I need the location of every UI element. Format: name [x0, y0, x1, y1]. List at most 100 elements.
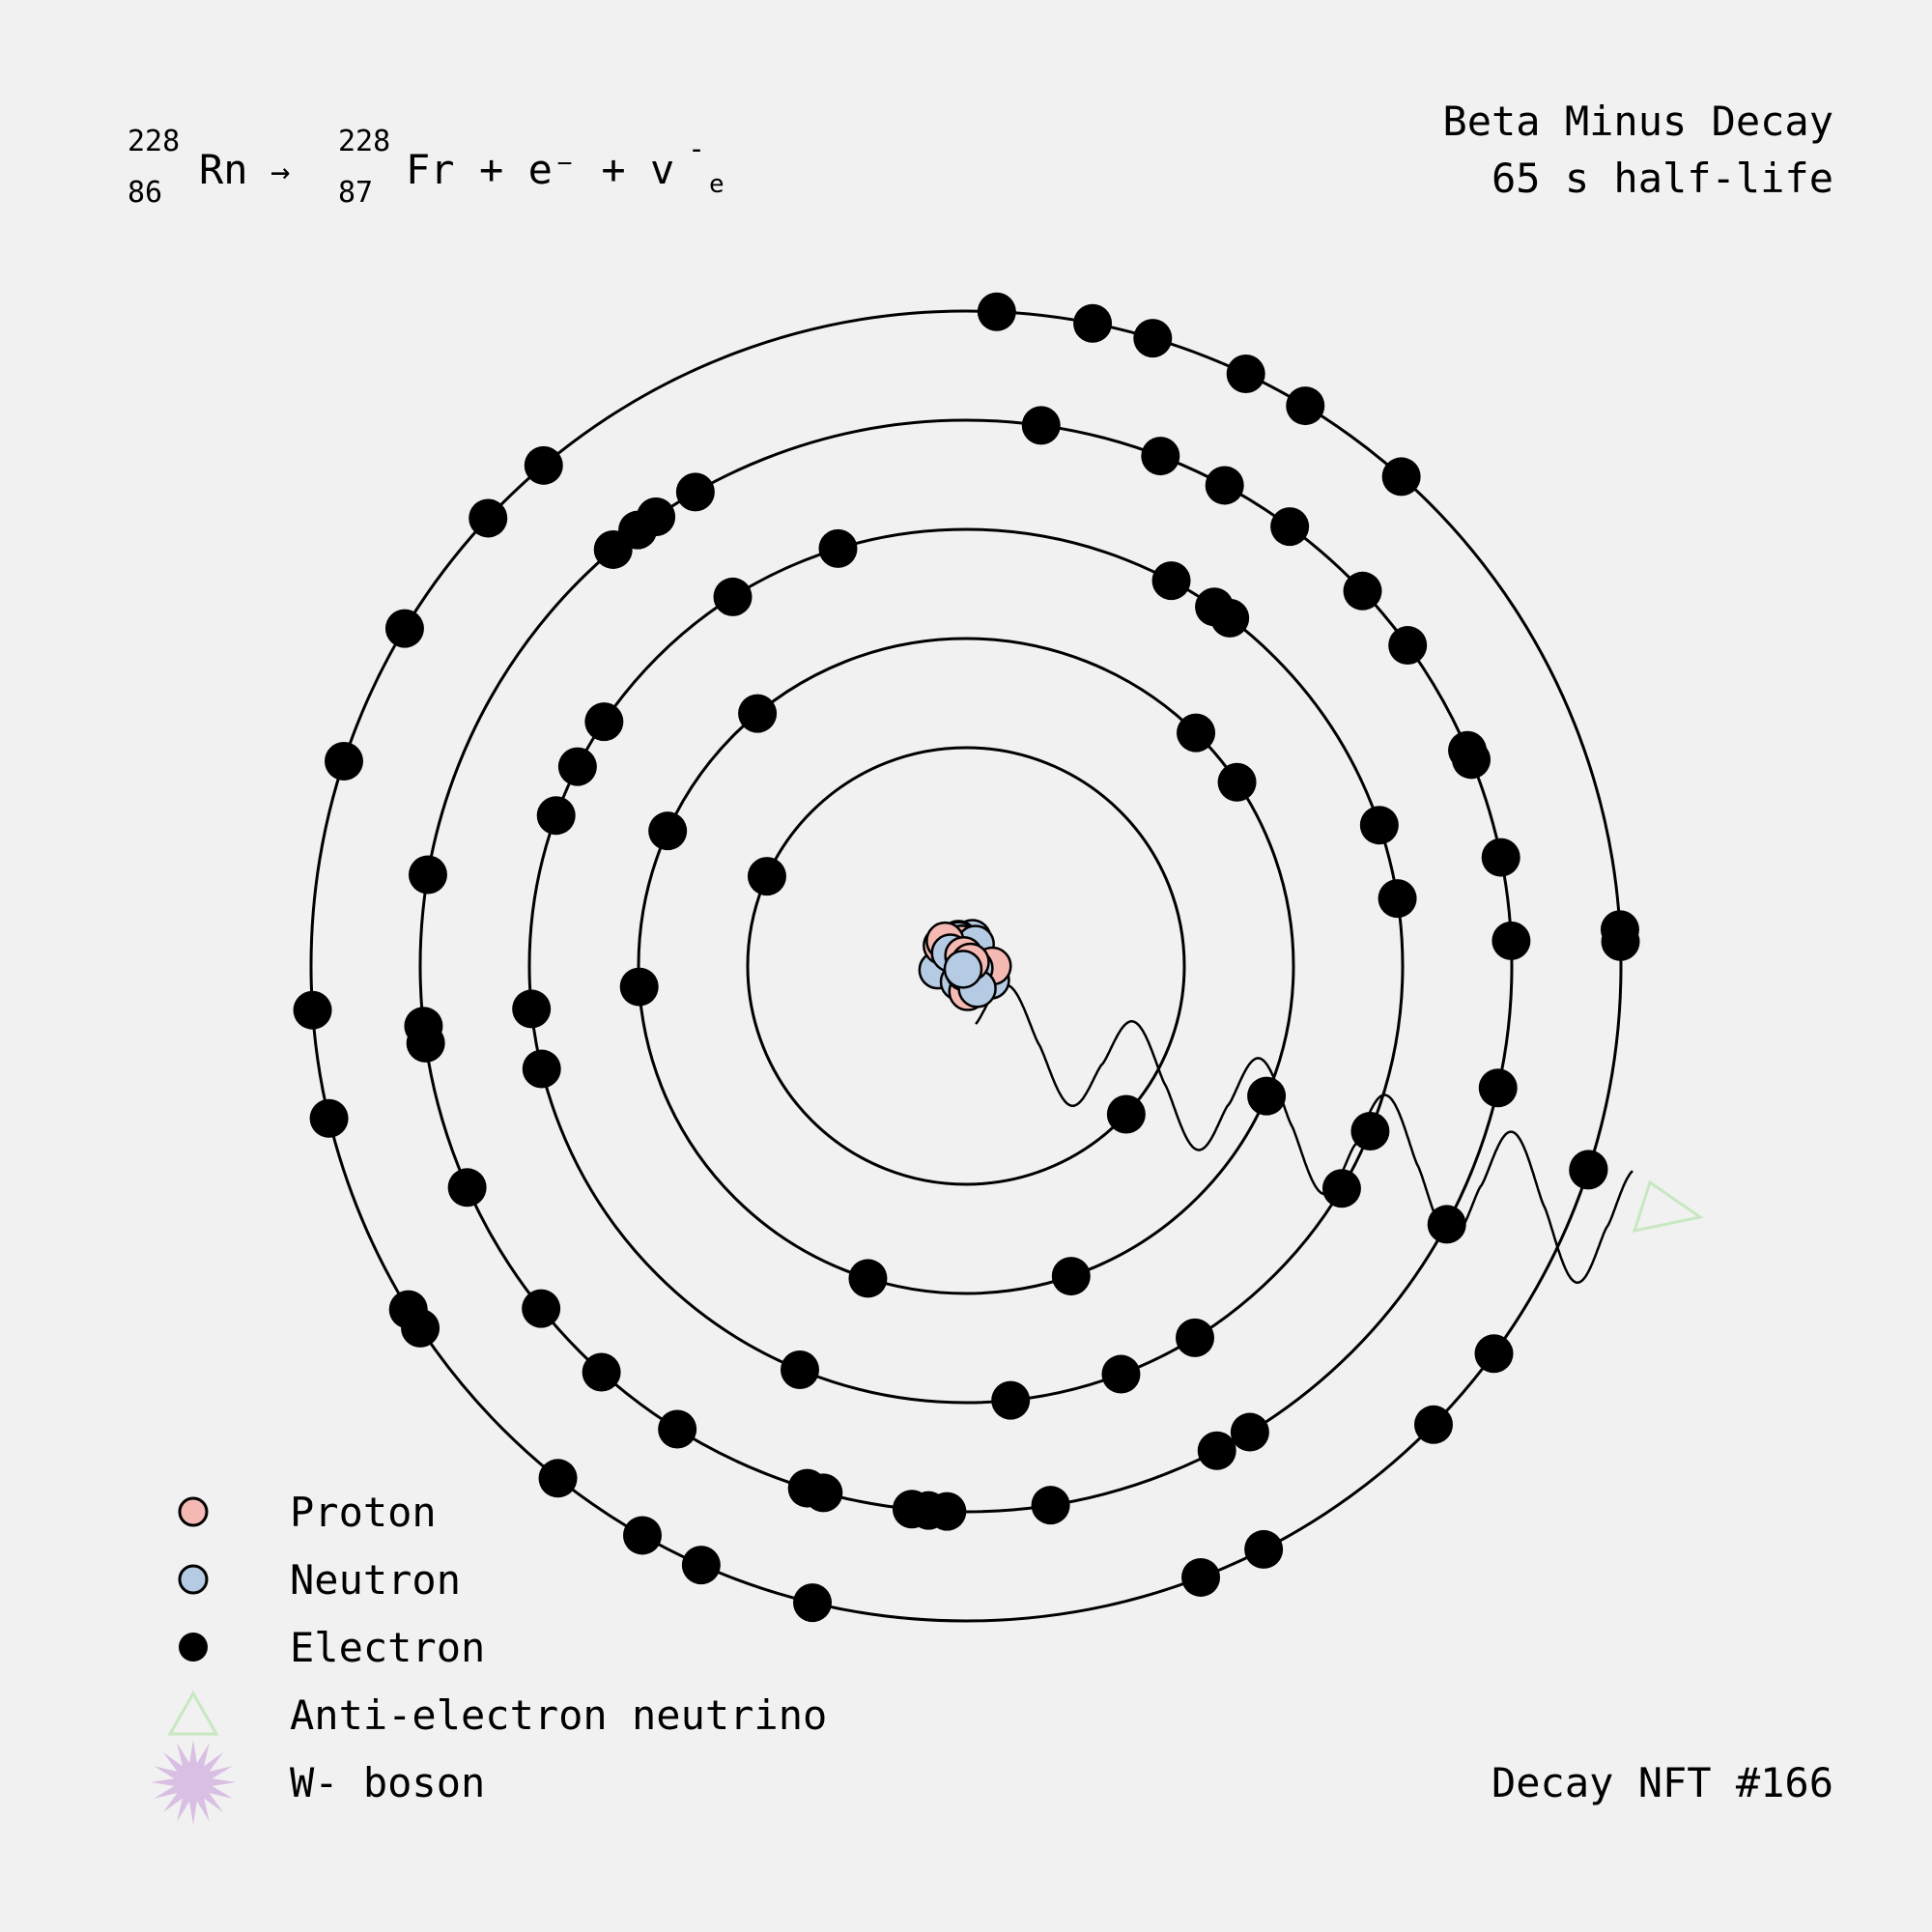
electron-dot	[675, 472, 715, 512]
electron-dot	[324, 741, 363, 781]
electron-dot	[622, 1516, 662, 1555]
electron-dot	[584, 702, 624, 742]
electron-dot	[1448, 730, 1488, 770]
electron-dot	[512, 989, 552, 1029]
electron-shell-1	[746, 746, 1186, 1186]
legend-label-proton: Proton	[290, 1489, 437, 1536]
electron-dot	[1481, 838, 1520, 877]
electron-dot	[1286, 386, 1325, 426]
electrons	[293, 292, 1640, 1623]
electron-dot	[1247, 1076, 1287, 1116]
half-life: 65 s half-life	[1491, 155, 1833, 202]
electron-dot	[787, 1468, 827, 1508]
electron-dot	[747, 857, 786, 896]
legend-icons	[151, 1496, 236, 1825]
electron-dot	[1478, 1068, 1518, 1108]
electron-dot	[1388, 626, 1428, 666]
electron-dot	[1230, 1412, 1269, 1452]
electron-dot	[1350, 1111, 1390, 1151]
nft-label: Decay NFT #166	[1491, 1759, 1833, 1806]
electron-dot	[1101, 1354, 1141, 1394]
electron-dot	[1181, 1557, 1221, 1597]
electron-dot	[848, 1259, 888, 1298]
electron-dot	[1217, 762, 1257, 802]
starburst-icon	[151, 1740, 236, 1825]
legend-label-neutrino: Anti-electron neutrino	[290, 1691, 828, 1739]
electron-dot	[681, 1546, 721, 1585]
electron-dot	[658, 1409, 697, 1449]
electron-dot	[522, 1289, 561, 1328]
electron-dot	[1474, 1334, 1514, 1374]
antineutrino-bar: -	[688, 132, 706, 166]
electron-dot	[1175, 1318, 1214, 1357]
electron-shell-2	[637, 637, 1295, 1295]
electron-dot	[408, 855, 447, 895]
legend-label-electron: Electron	[290, 1624, 486, 1671]
electron-dot	[1321, 1169, 1361, 1208]
electron-dot	[1051, 1257, 1091, 1296]
electron-dot	[1381, 457, 1421, 497]
electron-dot	[406, 1023, 445, 1063]
electron-dot	[1226, 355, 1265, 394]
proton-circle-icon	[178, 1496, 209, 1527]
electron-dot	[447, 1168, 487, 1208]
anti-electron-neutrino-icon	[1632, 1179, 1704, 1233]
electron-dot	[738, 694, 778, 733]
triangle-outline-icon	[167, 1690, 219, 1736]
electron-dot	[1378, 879, 1417, 919]
electron-dot	[1106, 1094, 1146, 1134]
electron-dot	[1031, 1486, 1070, 1525]
electron-dot	[1197, 1431, 1236, 1470]
electron-dot	[1195, 587, 1235, 627]
electron-dot	[1569, 1151, 1608, 1190]
electron-dot	[1205, 466, 1244, 505]
daughter-atomic-number: 87	[338, 176, 374, 210]
decay-type: Beta Minus Decay	[1442, 98, 1833, 145]
electron-dot	[469, 498, 508, 538]
parent-symbol: Rn	[199, 146, 248, 193]
electron-dot	[1141, 437, 1180, 476]
legend-label-w-boson: W- boson	[290, 1759, 486, 1806]
electron-dot	[1021, 406, 1061, 445]
electron-dot	[619, 967, 659, 1007]
electron-dot	[1492, 921, 1531, 960]
electron-dot	[1343, 571, 1382, 611]
electron-dot	[1359, 806, 1399, 845]
electron-dot	[524, 445, 563, 485]
electron-dot	[1151, 561, 1191, 601]
electron-dot	[977, 292, 1016, 331]
electron-shell-5	[309, 309, 1623, 1623]
electron-dot	[991, 1380, 1031, 1420]
electron-dot	[384, 609, 424, 648]
electron-dot	[1601, 922, 1640, 961]
arrow-icon: →	[270, 153, 291, 191]
electron-dot	[648, 811, 688, 851]
daughter-mass-number: 228	[338, 125, 391, 158]
electron-dot	[582, 1352, 621, 1392]
electron-dot	[781, 1350, 820, 1389]
legend-label-neutron: Neutron	[290, 1556, 462, 1604]
electron-dot	[388, 1290, 428, 1329]
neutron	[943, 950, 983, 989]
electron-dot	[1244, 1529, 1284, 1569]
electron-dot	[1177, 713, 1216, 753]
parent-atomic-number: 86	[128, 176, 163, 210]
electron-dot	[618, 510, 658, 550]
electron-dot	[818, 528, 858, 568]
electron-dot	[522, 1049, 561, 1089]
decay-products: + e⁻ + v	[479, 146, 675, 193]
electron-shell-3	[527, 527, 1405, 1405]
electron-dot	[536, 796, 576, 836]
daughter-symbol: Fr	[406, 146, 455, 193]
w-boson-wave-path	[975, 982, 1634, 1284]
electron-dot	[909, 1491, 949, 1530]
electron-dot	[713, 577, 753, 616]
parent-mass-number: 228	[128, 125, 181, 158]
electron-dot	[309, 1098, 349, 1138]
electron-dot	[1427, 1205, 1466, 1244]
neutron-circle-icon	[178, 1564, 209, 1595]
nucleus	[918, 919, 1012, 1011]
neutrino-subscript: e	[709, 170, 724, 199]
electron-dot	[793, 1583, 833, 1623]
